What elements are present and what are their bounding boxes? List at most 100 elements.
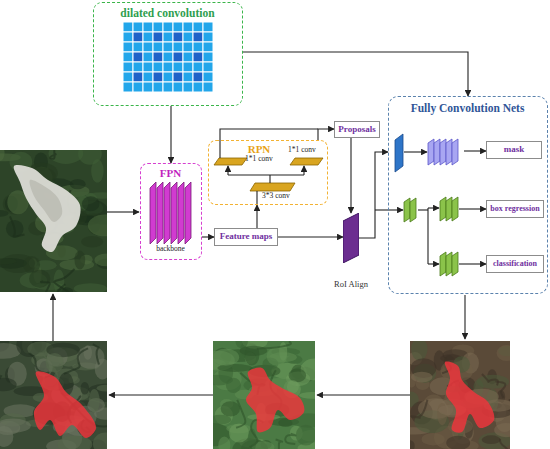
ridge-line — [29, 353, 48, 373]
fcn-panel: Fully Convolution Netsmaskbox regression… — [388, 96, 548, 294]
conv-layer — [290, 158, 323, 165]
satellite-image — [0, 150, 107, 292]
terrain-patch — [88, 214, 107, 236]
terrain-patch — [213, 349, 239, 366]
terrain-patch — [46, 353, 64, 373]
grid-cell — [203, 72, 213, 82]
grid-cell — [133, 82, 143, 92]
terrain-patch — [221, 401, 240, 416]
grid-cell — [173, 82, 183, 92]
arrow-connector — [243, 52, 468, 96]
grid-cell — [203, 42, 213, 52]
grid-cell — [193, 62, 203, 72]
grid-cell — [123, 22, 133, 32]
flow-line — [107, 211, 139, 212]
ridge-line — [509, 393, 510, 406]
grid-cell — [203, 62, 213, 72]
flow-line — [459, 208, 486, 209]
grid-cell — [133, 62, 143, 72]
ridge-line — [257, 341, 291, 348]
fc-layer — [446, 252, 452, 276]
terrain-patch — [482, 435, 501, 444]
fc-layer — [440, 252, 446, 276]
dilated-conv-panel: dilated convolution — [93, 2, 243, 106]
terrain-patch — [411, 341, 427, 360]
terrain-patch — [29, 270, 50, 288]
dilated-kernel-grid — [123, 22, 213, 92]
terrain-patch — [75, 251, 86, 270]
satellite-image — [410, 341, 510, 449]
ridge-line — [272, 439, 282, 449]
box-label: mask — [487, 142, 541, 158]
flow-line — [52, 294, 53, 341]
terrain-patch — [95, 358, 107, 379]
fc-layer — [440, 197, 446, 221]
rpn-panel: RPN1*1 conv1*1 conv3*3 conv — [208, 140, 328, 205]
flow-line — [464, 150, 486, 151]
ridge-line — [50, 150, 56, 159]
mask-head-layer — [452, 139, 458, 165]
flow-line — [375, 209, 403, 210]
grid-cell — [173, 62, 183, 72]
grid-cell — [123, 62, 133, 72]
flow-line — [109, 394, 213, 395]
grid-cell — [123, 72, 133, 82]
satellite-image — [213, 341, 315, 449]
terrain-patch — [411, 372, 433, 383]
layer-shape — [343, 213, 359, 263]
arrow-connector — [318, 129, 334, 140]
panel-title: Fully Convolution Nets — [389, 102, 546, 115]
arrow-connector — [350, 138, 351, 213]
grid-cell — [183, 42, 193, 52]
ridge-line — [0, 375, 1, 398]
terrain-patch — [296, 425, 315, 446]
ridge-line — [488, 439, 510, 449]
arrow-connector — [256, 205, 257, 228]
box-label: Feature maps — [215, 229, 277, 245]
terrain-patch — [89, 389, 100, 412]
flow-line — [227, 166, 228, 175]
conv-layer — [395, 134, 403, 172]
flow-line — [317, 394, 410, 395]
grid-cell — [173, 32, 183, 42]
segmented-region — [14, 165, 81, 252]
ridge-line — [93, 344, 99, 364]
grid-cell — [153, 82, 163, 92]
grid-cell — [163, 72, 173, 82]
ridge-line — [285, 434, 295, 444]
conv-layer — [214, 158, 247, 165]
terrain-patch — [82, 196, 100, 211]
conv-layer — [250, 183, 295, 191]
layer-label: 1*1 conv — [288, 146, 316, 154]
terrain-patch — [0, 258, 16, 264]
grid-cell — [143, 52, 153, 62]
grid-cell — [143, 72, 153, 82]
terrain-patch — [93, 433, 107, 449]
mask-head-layer — [428, 139, 434, 165]
flow-line — [228, 174, 304, 175]
ridge-line — [411, 400, 427, 418]
layer-caption: RoI Align — [321, 280, 381, 289]
grid-cell — [193, 52, 203, 62]
terrain-patch — [446, 436, 470, 449]
grid-cell — [163, 32, 173, 42]
terrain-patch — [97, 385, 107, 392]
arrow-connector — [202, 236, 214, 237]
ridge-line — [495, 381, 505, 397]
arrow-connector — [170, 106, 171, 163]
grid-cell — [123, 32, 133, 42]
mask-head-layer — [440, 139, 446, 165]
flow-line — [220, 129, 318, 158]
ridge-line — [64, 348, 88, 374]
terrain-patch — [81, 382, 89, 395]
grid-cell — [173, 72, 183, 82]
flow-line — [256, 191, 257, 205]
terrain-patch — [0, 150, 5, 161]
grid-cell — [143, 62, 153, 72]
grid-cell — [123, 82, 133, 92]
ridge-line — [54, 269, 77, 292]
grid-cell — [133, 52, 143, 62]
proposals-box: Proposals — [334, 121, 380, 138]
grid-cell — [133, 42, 143, 52]
